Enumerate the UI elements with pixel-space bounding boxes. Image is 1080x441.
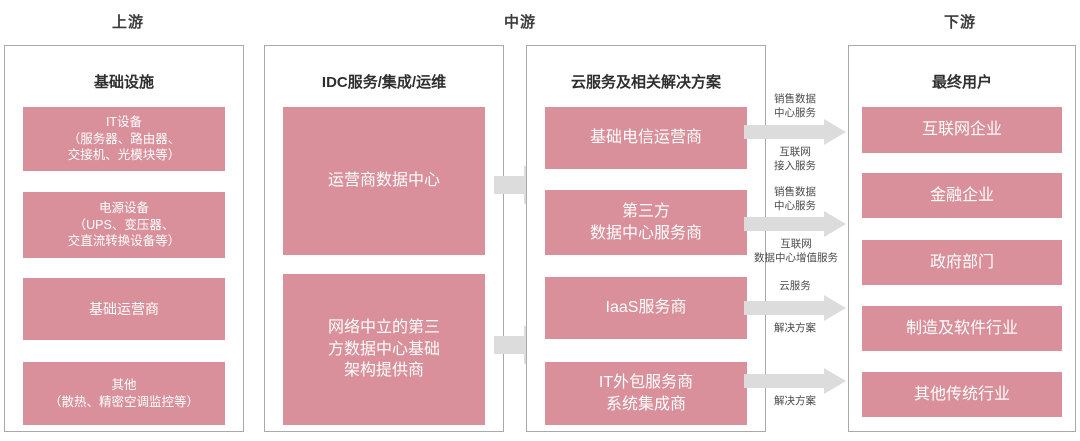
box-basic-carrier[interactable]: 基础运营商 xyxy=(23,278,225,340)
box-network-neutral-third-party[interactable]: 网络中立的第三 方数据中心基础 架构提供商 xyxy=(283,274,485,425)
connector-label-solution-1: 解决方案 xyxy=(774,322,816,334)
box-financial-enterprise[interactable]: 金融企业 xyxy=(862,173,1062,218)
box-power-equipment-label: 电源设备 （UPS、变压器、 交直流转换设备等） xyxy=(67,200,181,249)
flow-arrow-cloud-to-user-2 xyxy=(744,211,846,237)
connector-label-sales-dc-service-1: 销售数据 中心服务 xyxy=(774,93,816,120)
box-basic-telecom-operator[interactable]: 基础电信运营商 xyxy=(545,107,747,169)
box-third-party-data-center-label: 第三方 数据中心服务商 xyxy=(589,202,702,242)
column-header-cloud-service: 云服务及相关解决方案 xyxy=(570,74,721,91)
box-other-equipment-label: 其他 （散热、精密空调监控等） xyxy=(48,377,199,409)
connector-label-cloud-service: 云服务 xyxy=(779,280,811,292)
box-carrier-data-center-label: 运营商数据中心 xyxy=(327,172,440,190)
box-manufacturing-software-label: 制造及软件行业 xyxy=(905,319,1018,337)
stage-title-midstream: 中游 xyxy=(503,14,536,31)
box-internet-enterprise[interactable]: 互联网企业 xyxy=(862,107,1062,153)
connector-label-idc-value-added: 互联网 数据中心增值服务 xyxy=(754,238,838,265)
box-power-equipment[interactable]: 电源设备 （UPS、变压器、 交直流转换设备等） xyxy=(23,192,225,258)
box-it-equipment[interactable]: IT设备 （服务器、路由器、 交接机、光模块等） xyxy=(23,107,225,171)
column-header-infrastructure: 基础设施 xyxy=(93,74,154,91)
box-manufacturing-software[interactable]: 制造及软件行业 xyxy=(862,306,1062,351)
box-iaas-provider[interactable]: IaaS服务商 xyxy=(545,277,747,339)
box-third-party-data-center[interactable]: 第三方 数据中心服务商 xyxy=(545,190,747,255)
box-network-neutral-third-party-label: 网络中立的第三 方数据中心基础 架构提供商 xyxy=(327,319,440,380)
box-carrier-data-center[interactable]: 运营商数据中心 xyxy=(283,107,485,255)
connector-label-internet-access: 互联网 接入服务 xyxy=(774,146,816,173)
column-header-end-users: 最终用户 xyxy=(931,74,992,91)
box-other-traditional-label: 其他传统行业 xyxy=(913,385,1010,403)
connector-label-sales-dc-service-2: 销售数据 中心服务 xyxy=(774,186,816,213)
column-header-idc-service: IDC服务/集成/运维 xyxy=(321,74,447,91)
box-internet-enterprise-label: 互联网企业 xyxy=(921,121,1002,139)
box-other-traditional[interactable]: 其他传统行业 xyxy=(862,372,1062,417)
box-it-outsourcing-integrator-label: IT外包服务商 系统集成商 xyxy=(598,373,694,413)
flow-arrow-cloud-to-user-1 xyxy=(744,119,846,145)
connector-label-solution-2: 解决方案 xyxy=(774,395,816,407)
box-it-equipment-label: IT设备 （服务器、路由器、 交接机、光模块等） xyxy=(67,114,181,163)
box-basic-carrier-label: 基础运营商 xyxy=(89,300,159,317)
box-basic-telecom-operator-label: 基础电信运营商 xyxy=(589,129,702,147)
box-government-department-label: 政府部门 xyxy=(929,253,994,271)
box-other-equipment[interactable]: 其他 （散热、精密空调监控等） xyxy=(23,362,225,425)
flow-arrow-cloud-to-user-4 xyxy=(744,368,846,394)
flow-arrow-cloud-to-user-3 xyxy=(744,295,846,321)
box-it-outsourcing-integrator[interactable]: IT外包服务商 系统集成商 xyxy=(545,362,747,425)
box-iaas-provider-label: IaaS服务商 xyxy=(605,299,687,317)
stage-title-downstream: 下游 xyxy=(943,14,976,31)
stage-title-upstream: 上游 xyxy=(111,14,144,31)
box-government-department[interactable]: 政府部门 xyxy=(862,240,1062,285)
box-financial-enterprise-label: 金融企业 xyxy=(929,186,994,204)
